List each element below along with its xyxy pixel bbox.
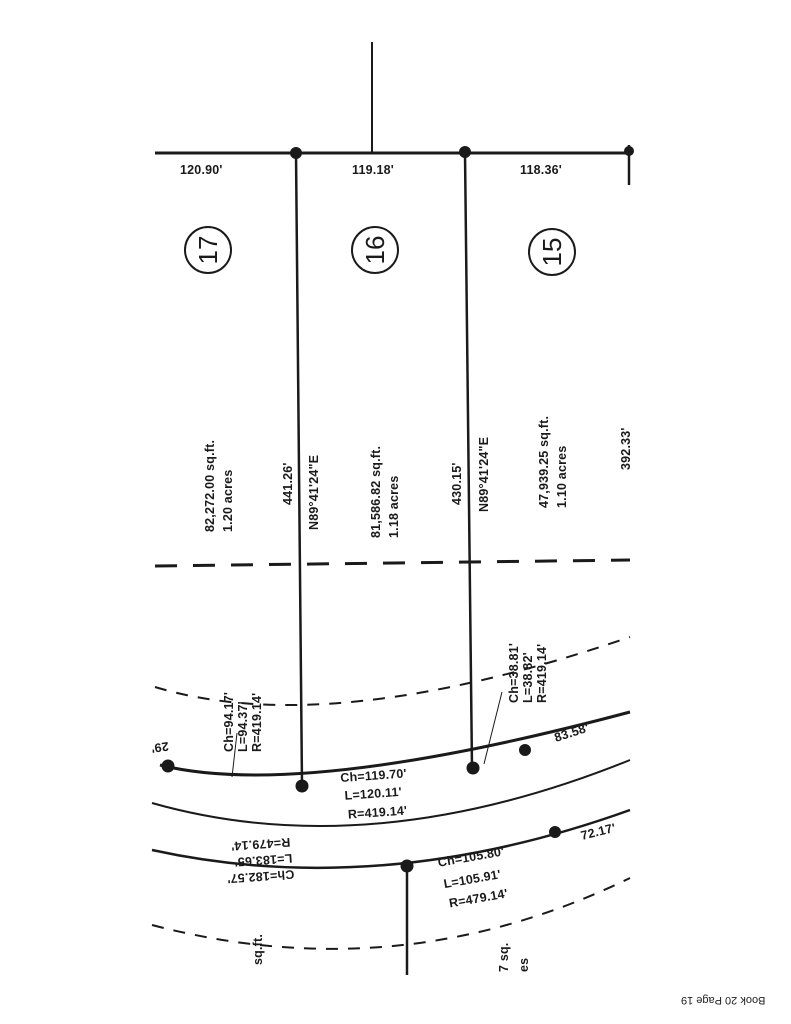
lot-number-15: 15	[528, 228, 576, 276]
curve17-length: L=94.37'	[236, 701, 250, 752]
monument-dot	[459, 146, 471, 158]
lot-front-curve	[159, 710, 631, 777]
curve16-chord: Ch=119.70'	[340, 766, 407, 785]
curve16-labels: Ch=119.70' L=120.11' R=419.14'	[340, 766, 408, 821]
road-outer-curve	[151, 808, 631, 870]
top-dim-lot17: 120.90'	[180, 163, 223, 177]
outer-curve-left-labels: R=479.14' L=183.65' Ch=182.57'	[227, 835, 295, 886]
lot17-area-sqft: 82,272.00 sq.ft.	[203, 440, 217, 532]
outer-left-length: L=183.65'	[234, 851, 293, 869]
right-length: 392.33'	[619, 427, 633, 470]
line2-length: 430.15'	[450, 462, 464, 505]
svg-text:15: 15	[537, 238, 567, 267]
top-dim-lot15: 118.36'	[520, 163, 562, 177]
lot17-area-acres: 1.20 acres	[221, 470, 235, 532]
outer-left-radius: R=479.14'	[231, 835, 291, 853]
line1-bearing: N89°41'24"E	[307, 455, 321, 530]
lot16-area-sqft: 81,586.82 sq.ft.	[369, 446, 383, 538]
line2-bearing: N89°41'24"E	[477, 437, 491, 512]
outer-left-chord: Ch=182.57'	[227, 867, 295, 886]
monument-dot	[295, 779, 309, 793]
leader-c15	[483, 691, 503, 765]
lot16-area-acres: 1.18 acres	[387, 476, 401, 538]
lot15-area-acres: 1.10 acres	[555, 446, 569, 508]
bottom-dashed-curve	[151, 877, 631, 950]
monument-dot	[519, 744, 531, 756]
curve17-chord: Ch=94.17'	[222, 692, 236, 752]
curve15-chord: Ch=38.81'	[507, 643, 521, 703]
setback-dashed-line	[154, 558, 631, 568]
book-page-reference: Book 20 Page 19	[680, 994, 765, 1006]
bottom-left-sqft: sq.ft.	[251, 934, 265, 965]
outer-right-length: L=105.91'	[443, 867, 503, 891]
inner-dashed-curve	[154, 636, 631, 706]
monument-dot	[400, 859, 414, 873]
monument-dot	[624, 146, 634, 156]
outer-right-radius: R=479.14'	[448, 886, 509, 910]
outer-curve-right-labels: Ch=105.80' L=105.91' R=479.14'	[437, 844, 509, 910]
curve16-length: L=120.11'	[344, 785, 402, 803]
monument-dot	[549, 826, 561, 838]
svg-text:17: 17	[193, 236, 223, 265]
curve16-radius: R=419.14'	[347, 803, 407, 821]
monument-dot	[290, 147, 302, 159]
curve15-radius: R=419.14'	[535, 644, 549, 703]
line1-length: 441.26'	[281, 462, 295, 505]
curve17-radius: R=419.14'	[250, 693, 264, 752]
seg-right-label: 83.58'	[553, 721, 591, 745]
lot15-area-sqft: 47,939.25 sq.ft.	[537, 416, 551, 508]
leader-c17	[231, 732, 238, 778]
road-inner-curve	[151, 759, 631, 827]
seg-left-label: 29'	[150, 739, 169, 755]
lot-line-17-16	[294, 152, 304, 786]
lot-line-16-15	[463, 152, 474, 769]
curve15-length: L=38.82'	[521, 652, 535, 703]
lot-number-16: 16	[351, 226, 399, 274]
lot-number-17: 17	[184, 226, 232, 274]
monument-dot	[161, 759, 175, 773]
monument-dot	[466, 761, 480, 775]
top-dim-lot16: 119.18'	[352, 163, 394, 177]
bottom-right-sqft: 7 sq.	[497, 943, 511, 973]
bottom-right-acres: es	[517, 958, 531, 972]
svg-text:16: 16	[360, 236, 390, 265]
outer-right-chord: Ch=105.80'	[437, 844, 506, 869]
